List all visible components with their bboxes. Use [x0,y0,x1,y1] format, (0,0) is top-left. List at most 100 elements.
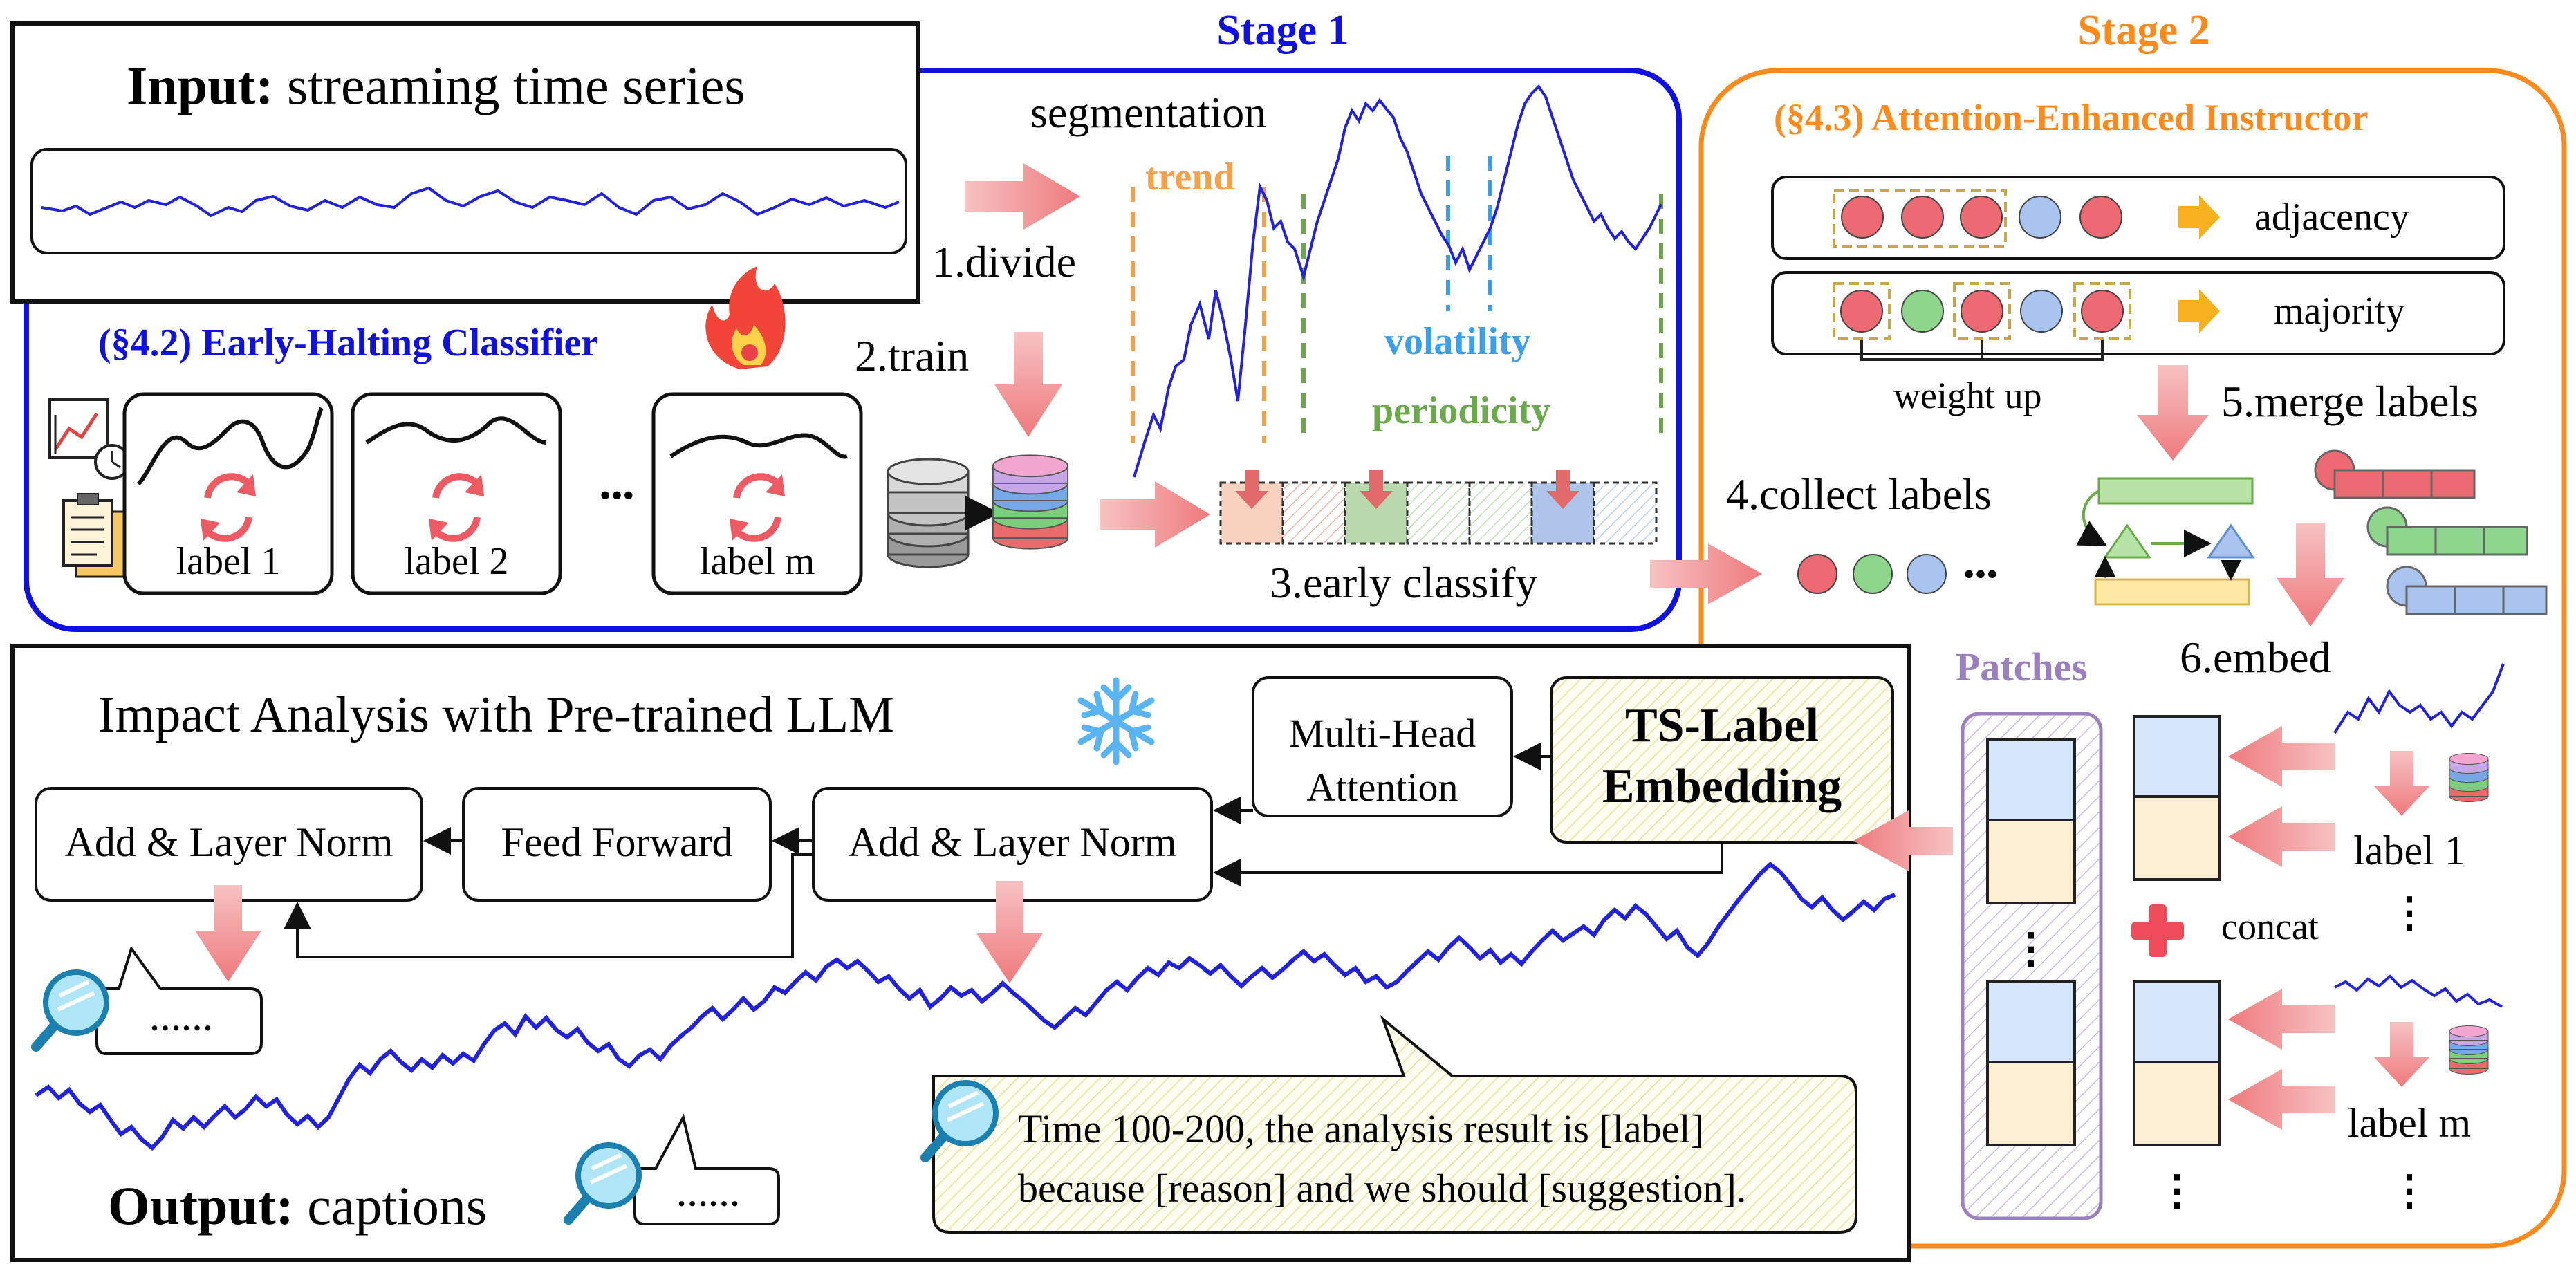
label-card-m-text: label m [700,540,815,583]
collected-label-balls [1797,554,1947,594]
patch-blocks [1986,738,2076,1146]
embed-vdots: ⋮ [2156,1168,2198,1214]
collected-ellipsis: ••• [1963,556,1998,593]
llm-connectors [284,743,1723,958]
label-m-series [2334,974,2503,1008]
llm-bubble-dots: …… [149,1002,213,1037]
divide-step-label: 1.divide [932,237,1076,286]
magnifier-icon [31,969,109,1052]
patches-vdots: ⋮ [2010,926,2052,972]
label-1-database-icon [2449,752,2489,803]
input-series-box [30,148,907,254]
divide-arrow [965,163,1080,230]
feed-forward-label: Feed Forward [501,819,733,865]
snowflake-icon [1077,677,1155,765]
merge-arrow [2137,365,2209,461]
adjacency-balls [1841,196,2122,239]
train-arrow [994,332,1062,437]
merge-graph-icon [2076,477,2255,606]
label-card-2: label 2 [351,392,562,595]
multi-head-label-2: Attention [1306,765,1458,810]
add-norm-right-down-arrow [976,881,1043,983]
patches-title: Patches [1956,644,2087,689]
refresh-icon [201,473,256,542]
output-series-line [35,862,1896,1151]
weight-up-label: weight up [1893,375,2041,416]
label-m-arrow [2373,1022,2430,1087]
label-card-2-text: label 2 [405,540,509,583]
classifier-title: (§4.2) Early-Halting Classifier [98,322,598,364]
caption-bubble: Time 100-200, the analysis result is [la… [932,1014,1857,1234]
input-heading: Input: streaming time series [127,55,745,115]
colored-database-icon [992,454,1069,550]
fire-icon [705,266,786,369]
label-m-database-icon [2449,1025,2489,1075]
concat-plus-icon [2131,904,2184,957]
refresh-icon [429,473,484,542]
caption-line-1: Time 100-200, the analysis result is [la… [1018,1106,1704,1151]
document-icon [62,493,126,578]
majority-arrow-icon [2178,289,2220,333]
majority-groups [1833,282,2131,340]
segmentation-label: segmentation [1030,88,1266,137]
majority-balls [1840,290,2124,333]
adjacency-label: adjacency [2254,196,2409,239]
chart-clock-icon [48,398,130,480]
stage1-title: Stage 1 [1216,7,1349,54]
output-heading: Output: captions [108,1175,487,1236]
majority-label: majority [2274,290,2405,333]
trend-label: trend [1145,156,1235,198]
feed-forward-box [462,787,772,902]
grey-database-icon [887,458,970,568]
output-bubble: …… [633,1113,780,1225]
ts-label-embedding-label-1: TS-Label [1625,699,1819,752]
embed-arrow [2277,523,2344,626]
ts-label-embedding-label-2: Embedding [1602,760,1842,813]
caption-magnifier-icon [920,1080,999,1162]
caption-line-2: because [reason] and we should [suggesti… [1018,1166,1746,1211]
add-norm-left-down-arrow [195,885,261,982]
periodicity-label: periodicity [1372,389,1550,432]
stage2-label-m: label m [2348,1100,2471,1146]
label-cards-ellipsis: ••• [600,477,634,514]
concat-label: concat [2221,906,2319,947]
output-bubble-dots: …… [676,1178,740,1213]
train-step-label: 2.train [855,331,969,380]
segment-dividers [1131,156,1663,443]
early-classify-segments [1219,481,1658,545]
add-norm-left-label: Add & Layer Norm [65,819,393,865]
merged-label-tokens [2314,449,2548,615]
multi-head-attention-box [1252,676,1513,817]
multi-head-label-1: Multi-Head [1289,711,1476,756]
segment-down-arrows [1235,470,1579,509]
label-card-m: label m [651,392,863,595]
collect-arrow [1650,543,1762,604]
label-1-arrow [2373,751,2430,816]
adjacency-arrow-icon [2178,195,2220,239]
early-classify-step-label: 3.early classify [1270,558,1537,607]
input-series-line [41,186,900,218]
label-1-series [2333,663,2505,734]
adjacency-box [1771,176,2505,260]
segmented-series-line [1133,84,1662,478]
merge-step-label: 5.merge labels [2221,377,2478,426]
collect-step-label: 4.collect labels [1726,470,1992,519]
label-card-1: label 1 [122,392,334,595]
stage2-label-bottom-vdots: ⋮ [2389,1168,2430,1214]
instructor-title: (§4.3) Attention-Enhanced Instructor [1774,97,2369,138]
to-segments-arrow [1100,481,1210,548]
patches-to-embedding-arrow [1853,810,1953,871]
embed-input-arrows [2228,726,2335,1130]
stage2-title: Stage 2 [2077,7,2209,54]
stage2-label-1: label 1 [2353,828,2465,873]
llm-title: Impact Analysis with Pre-trained LLM [98,687,894,743]
adjacency-group [1833,189,2007,248]
stage2-label-vdots: ⋮ [2389,890,2430,936]
llm-thought-bubble: …… [95,945,263,1055]
volatility-label: volatility [1384,320,1531,363]
refresh-icon [730,473,785,542]
output-magnifier-icon [564,1142,642,1225]
label-card-1-text: label 1 [176,540,281,583]
embed-blocks [2133,715,2221,1146]
